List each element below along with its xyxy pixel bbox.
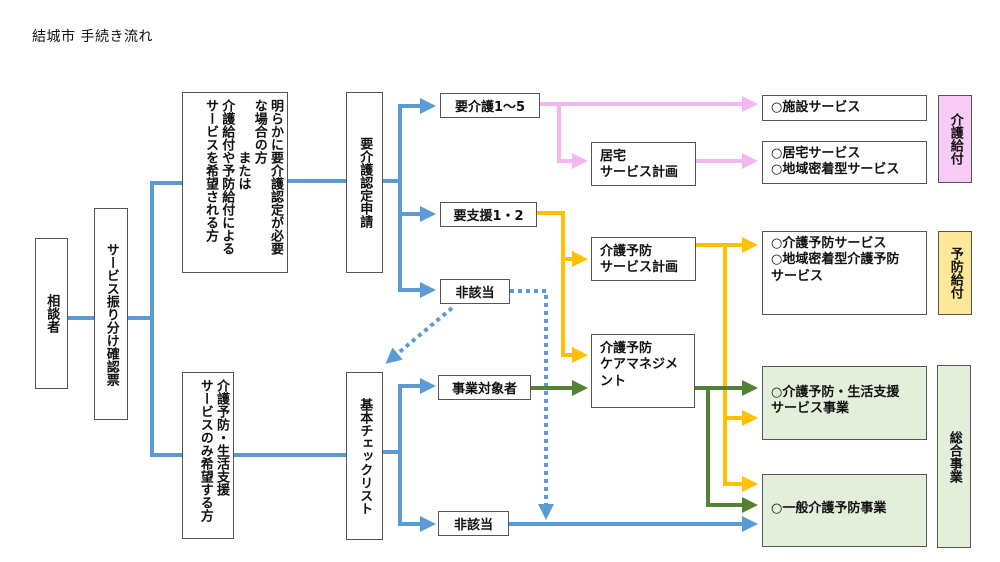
basic-checklist-box: 基本チェックリスト bbox=[346, 372, 383, 540]
care-level-1-5-box: 要介護1～5 bbox=[440, 93, 540, 118]
home-service-plan-box: 居宅 サービス計画 bbox=[591, 142, 696, 186]
not-applicable-1-box: 非該当 bbox=[440, 279, 510, 304]
prevention-only-person-box: 介護予防・生活支援 サービスのみ希望する方 bbox=[182, 372, 234, 539]
consultant-box: 相談者 bbox=[35, 238, 68, 389]
prevention-life-support-box: ○介護予防・生活支援 サービス事業 bbox=[762, 366, 927, 440]
facility-service-box: ○施設サービス bbox=[762, 95, 927, 121]
care-certification-application-box: 要介護認定申請 bbox=[346, 92, 383, 273]
general-prevention-box: ○一般介護予防事業 bbox=[762, 474, 927, 547]
general-program-label: 総合事業 bbox=[937, 365, 971, 548]
line-care-level-down bbox=[557, 104, 588, 169]
dotted-not-applicable-to-checklist bbox=[385, 306, 454, 364]
support-level-1-2-box: 要支援1・2 bbox=[440, 202, 537, 227]
care-needed-person-box: 明らかに要介護認定が必要な場合の方 または 介護給付や予防給付によるサービスを希… bbox=[182, 92, 288, 273]
sorting-sheet-box: サービス振り分け確認票 bbox=[94, 208, 128, 420]
prevention-benefit-label: 予防給付 bbox=[938, 231, 972, 315]
program-target-box: 事業対象者 bbox=[438, 375, 531, 400]
care-benefit-label: 介護給付 bbox=[938, 95, 972, 183]
prevention-care-management-box: 介護予防 ケアマネジメ ント bbox=[591, 334, 695, 408]
line-support-level-out bbox=[512, 211, 588, 363]
not-applicable-2-box: 非該当 bbox=[438, 511, 509, 536]
line-green-vertical bbox=[706, 388, 758, 513]
page-title: 結城市 手続き流れ bbox=[32, 29, 153, 45]
home-community-service-box: ○居宅サービス ○地域密着型サービス bbox=[762, 141, 927, 184]
prevention-service-plan-box: 介護予防 サービス計画 bbox=[591, 237, 696, 281]
dotted-not-applicable-to-general bbox=[510, 289, 554, 520]
prevention-services-box: ○介護予防サービス ○地域密着型介護予防 サービス bbox=[762, 231, 927, 315]
